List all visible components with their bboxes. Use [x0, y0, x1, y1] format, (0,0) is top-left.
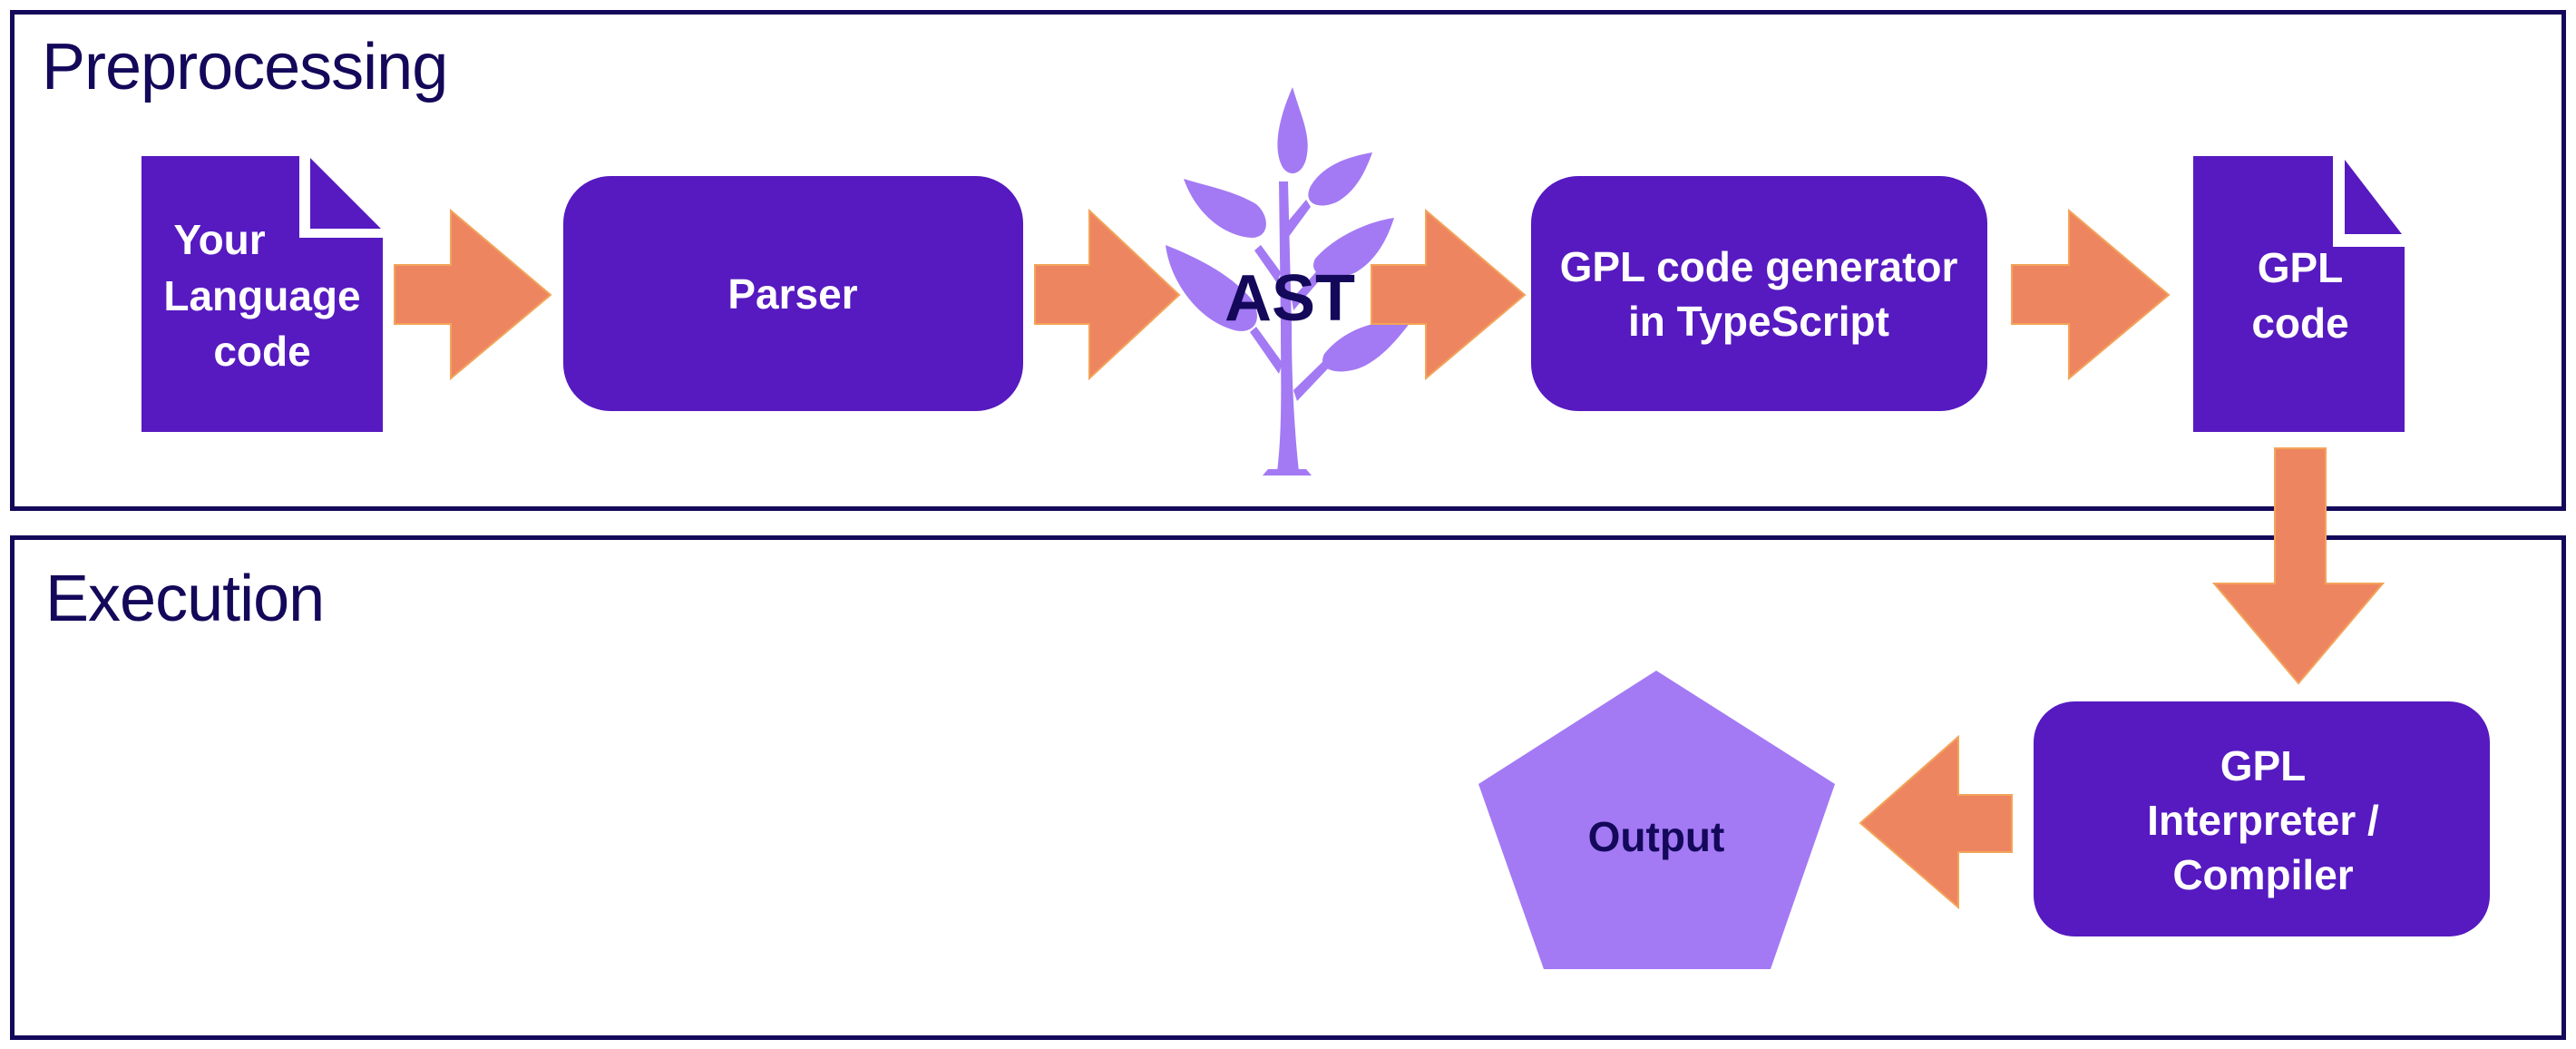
- gpl-code-label-1: GPL: [2258, 244, 2344, 291]
- interpreter-label-2: Interpreter /: [2147, 797, 2379, 844]
- document-icon: [141, 156, 383, 432]
- interpreter-label-3: Compiler: [2172, 851, 2353, 898]
- document-icon: [2193, 156, 2405, 432]
- gpl-code-label-2: code: [2251, 299, 2348, 347]
- source-code-label-2: Language: [163, 272, 360, 319]
- parser-label: Parser: [727, 270, 857, 318]
- codegen-label-2: in TypeScript: [1628, 298, 1889, 345]
- codegen-label-1: GPL code generator: [1560, 243, 1958, 290]
- parser-box: [563, 176, 1023, 411]
- output-pentagon: [1478, 671, 1835, 969]
- document-fold-icon: [2345, 160, 2402, 234]
- output-label: Output: [1588, 813, 1725, 860]
- interpreter-box: [2034, 701, 2490, 936]
- preprocessing-title: Preprocessing: [42, 31, 448, 103]
- arrow-source-to-parser: [394, 208, 552, 381]
- arrow-interpreter-to-output: [1859, 734, 2013, 910]
- execution-title: Execution: [45, 563, 325, 635]
- source-code-label-3: code: [213, 328, 310, 375]
- node-gpl-code: GPL code: [2193, 156, 2405, 432]
- codegen-box: [1531, 176, 1987, 411]
- arrow-parser-to-ast: [1034, 208, 1181, 381]
- node-source-code: Your Language code: [141, 156, 383, 432]
- arrow-gpl-code-to-interpreter: [2211, 447, 2386, 685]
- plant-icon: [1166, 87, 1410, 475]
- source-code-label-1: Your: [173, 216, 265, 263]
- document-fold-icon: [310, 158, 381, 229]
- node-output: Output: [1478, 671, 1835, 969]
- node-codegen: GPL code generator in TypeScript: [1531, 176, 1987, 411]
- arrow-ast-to-codegen: [1371, 208, 1527, 381]
- node-parser: Parser: [563, 176, 1023, 411]
- node-ast: AST: [1166, 87, 1410, 475]
- ast-label: AST: [1225, 262, 1355, 335]
- interpreter-label-1: GPL: [2220, 742, 2307, 789]
- node-interpreter: GPL Interpreter / Compiler: [2034, 701, 2490, 936]
- arrow-codegen-to-gpl-code: [2011, 208, 2171, 381]
